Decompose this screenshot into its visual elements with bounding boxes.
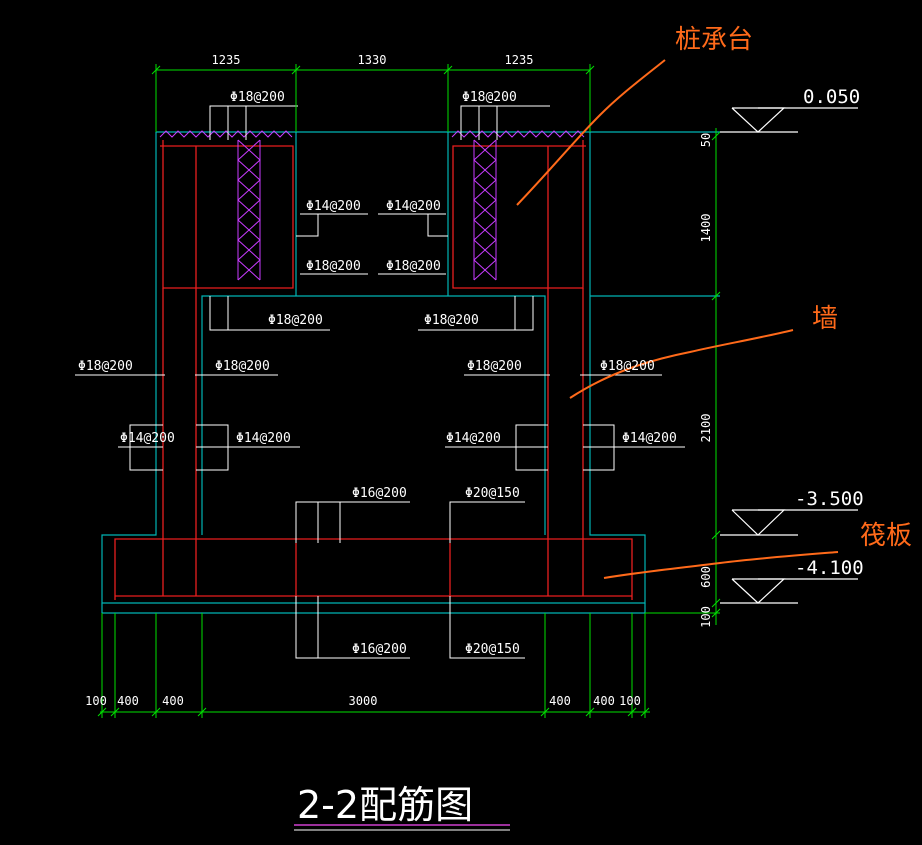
rebar-label-cap-side-bot-left: Φ18@200 bbox=[306, 259, 361, 274]
pile-rebar-cage-left bbox=[237, 139, 261, 281]
rebar-label-cap-top-right: Φ18@200 bbox=[462, 90, 517, 105]
rebar-label-wall-dist-inner-left: Φ14@200 bbox=[236, 431, 291, 446]
rebar-label-wall-dist-inner-right: Φ14@200 bbox=[446, 431, 501, 446]
vertical-dim-1: 50 bbox=[699, 133, 713, 147]
rebar-label-raft-bot-left: Φ16@200 bbox=[352, 642, 407, 657]
rebar-label-raft-top-left: Φ16@200 bbox=[352, 486, 407, 501]
elevation-raft-bottom: -4.100 bbox=[795, 557, 864, 579]
bottom-dim-2: 400 bbox=[117, 694, 139, 708]
vertical-dim-2: 1400 bbox=[699, 214, 713, 243]
rebar-label-cap-side-bot-right: Φ18@200 bbox=[386, 259, 441, 274]
rebar-label-cap-side-top-right: Φ14@200 bbox=[386, 199, 441, 214]
rebar-label-wall-inner-right: Φ18@200 bbox=[467, 359, 522, 374]
bottom-dim-1: 100 bbox=[85, 694, 107, 708]
bottom-dim-7: 100 bbox=[619, 694, 641, 708]
elevation-markers bbox=[720, 107, 858, 604]
leader-lines bbox=[75, 105, 685, 659]
concrete-outline bbox=[101, 131, 720, 614]
rebar-lines bbox=[114, 140, 633, 600]
pile-rebar-cage-right bbox=[473, 139, 497, 281]
rebar-label-wall-outer-right: Φ18@200 bbox=[600, 359, 655, 374]
rebar-label-wall-outer-left: Φ18@200 bbox=[78, 359, 133, 374]
annotation-wall: 墙 bbox=[812, 304, 838, 334]
bottom-dim-6: 400 bbox=[593, 694, 615, 708]
bottom-dim-4: 3000 bbox=[349, 694, 378, 708]
rebar-label-cap-side-top-left: Φ14@200 bbox=[306, 199, 361, 214]
drawing-title: 2-2配筋图 bbox=[297, 783, 473, 827]
dimension-lines bbox=[97, 64, 721, 718]
annotation-pile-cap: 桩承台 bbox=[675, 25, 753, 55]
vertical-dim-5: 100 bbox=[699, 606, 713, 628]
top-hatch bbox=[159, 130, 585, 138]
rebar-label-cap-top-left: Φ18@200 bbox=[230, 90, 285, 105]
rebar-label-wall-dist-outer-right: Φ14@200 bbox=[622, 431, 677, 446]
vertical-dim-3: 2100 bbox=[699, 414, 713, 443]
vertical-dim-4: 600 bbox=[699, 566, 713, 588]
rebar-label-cap-bottom-left: Φ18@200 bbox=[268, 313, 323, 328]
bottom-dim-3: 400 bbox=[162, 694, 184, 708]
annotation-raft: 筏板 bbox=[860, 521, 912, 551]
top-dim-2: 1330 bbox=[358, 53, 387, 67]
elevation-top: 0.050 bbox=[803, 86, 860, 108]
rebar-label-wall-inner-left: Φ18@200 bbox=[215, 359, 270, 374]
annotation-strokes bbox=[516, 59, 839, 579]
top-dim-1: 1235 bbox=[212, 53, 241, 67]
bottom-dim-5: 400 bbox=[549, 694, 571, 708]
elevation-raft-top: -3.500 bbox=[795, 488, 864, 510]
rebar-label-wall-dist-outer-left: Φ14@200 bbox=[120, 431, 175, 446]
rebar-label-cap-bottom-right: Φ18@200 bbox=[424, 313, 479, 328]
rebar-label-raft-top-right: Φ20@150 bbox=[465, 486, 520, 501]
top-dim-3: 1235 bbox=[505, 53, 534, 67]
rebar-label-raft-bot-right: Φ20@150 bbox=[465, 642, 520, 657]
